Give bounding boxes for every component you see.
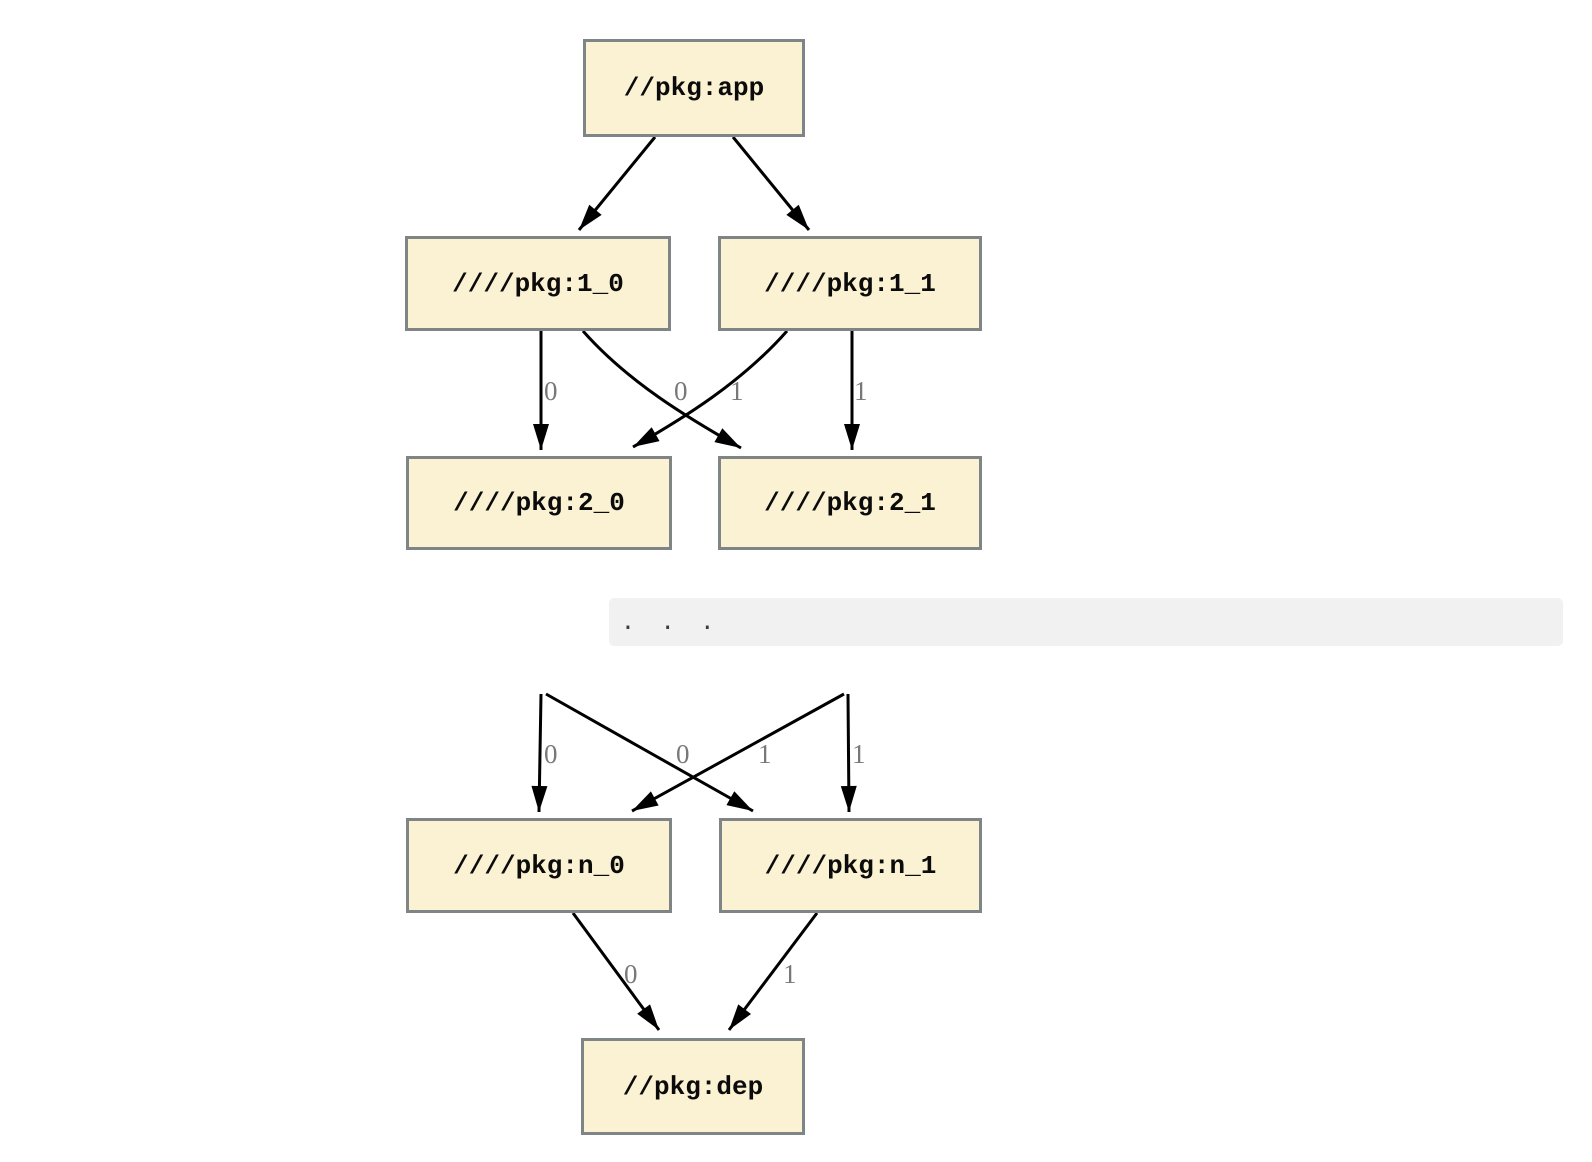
edge-label-elided-to-n-0-cross: 0 [676, 739, 690, 769]
elided-levels-bar: . . . [609, 598, 1563, 646]
node-pkg-2-0: ////pkg:2_0 [406, 456, 672, 550]
edge-elided-to-n-0-cross [631, 692, 845, 813]
edge-n-1-to-dep [727, 912, 819, 1031]
edge-elided-to-n-1-cross [545, 692, 754, 813]
edge-label-n-1-to-dep: 1 [783, 959, 797, 989]
edge-1-1-to-2-0 [632, 330, 789, 449]
edge-elided-to-n-1-straight [840, 693, 857, 813]
edge-elided-to-n-0-straight [531, 693, 548, 813]
node-pkg-n-1: ////pkg:n_1 [719, 818, 982, 913]
edge-label-1-0-to-2-1: 1 [730, 376, 744, 406]
elided-levels-label: . . . [621, 609, 721, 635]
edge-label-n-0-to-dep: 0 [624, 959, 638, 989]
edge-label-elided-to-n-0-straight: 0 [544, 739, 558, 769]
node-pkg-2-1: ////pkg:2_1 [718, 456, 982, 550]
edge-app-to-1-0 [577, 136, 657, 231]
node-pkg-n-0: ////pkg:n_0 [406, 818, 672, 913]
edge-label-1-0-to-2-0: 0 [544, 376, 558, 406]
edge-n-0-to-dep [571, 912, 661, 1031]
node-pkg-1-0: ////pkg:1_0 [405, 236, 671, 331]
node-pkg-app: //pkg:app [583, 39, 805, 137]
edge-label-elided-to-n-1-straight: 1 [852, 739, 866, 769]
edge-app-to-1-1 [731, 136, 811, 231]
node-pkg-1-1: ////pkg:1_1 [718, 236, 982, 331]
edge-label-elided-to-n-1-cross: 1 [758, 739, 772, 769]
edge-label-1-1-to-2-0: 0 [674, 376, 688, 406]
node-pkg-dep: //pkg:dep [581, 1038, 805, 1135]
edge-1-0-to-2-1 [581, 330, 742, 450]
edge-label-1-1-to-2-1: 1 [854, 376, 868, 406]
